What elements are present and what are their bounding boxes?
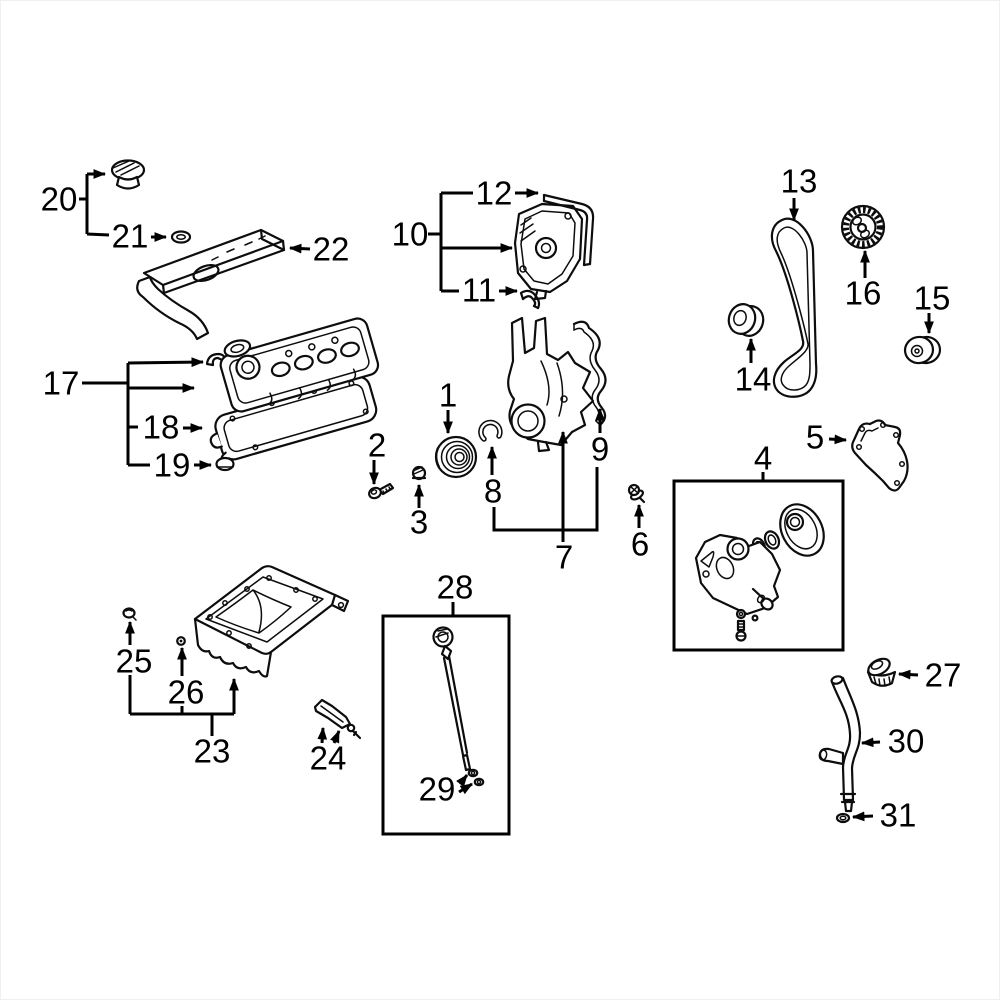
- callout-4: 4: [754, 440, 772, 477]
- splash-shield-24-drawing: [313, 698, 362, 740]
- callout-21: 21: [112, 218, 149, 255]
- tensioner-pulley-drawing: [727, 303, 765, 337]
- tube-seal-drawing: [215, 456, 235, 472]
- bolt-6-drawing: [627, 483, 646, 504]
- leader-line-30: [860, 737, 881, 748]
- leader-line-7: [492, 467, 599, 532]
- group-box-28: [381, 614, 511, 836]
- callout-23: 23: [194, 733, 231, 770]
- callout-7: 7: [555, 539, 573, 576]
- leader-line-17: [127, 357, 205, 368]
- group-boxes: [381, 479, 845, 836]
- callout-14: 14: [735, 361, 772, 398]
- callout-18: 18: [143, 409, 180, 446]
- tube-oring-31-drawing: [835, 812, 851, 824]
- oil-pump-assembly-drawing: [694, 503, 825, 642]
- plug-26-drawing: [176, 636, 186, 646]
- lower-timing-cover-drawing: [507, 316, 595, 453]
- timing-belt-drawing: [770, 217, 818, 398]
- cap-oring-drawing: [170, 230, 192, 244]
- callout-9: 9: [591, 431, 609, 468]
- cam-sprocket-drawing: [840, 204, 886, 250]
- leader-line-29: [458, 782, 473, 795]
- callout-27: 27: [925, 657, 962, 694]
- callout-30: 30: [888, 723, 925, 760]
- callout-17: 17: [43, 365, 80, 402]
- callout-3: 3: [410, 504, 428, 541]
- case-gasket-5-drawing: [851, 419, 909, 492]
- callout-22: 22: [313, 231, 350, 268]
- callout-10: 10: [392, 216, 429, 253]
- leader-line-29: [456, 774, 469, 788]
- callout-1: 1: [439, 377, 457, 414]
- callout-31: 31: [880, 797, 917, 834]
- callout-8: 8: [484, 473, 502, 510]
- leader-line-31: [851, 811, 874, 822]
- oil-filler-cap-drawing: [110, 159, 146, 190]
- center-trim-cover-drawing: [136, 228, 286, 341]
- callout-26: 26: [168, 674, 205, 711]
- callout-5: 5: [806, 419, 824, 456]
- bolt-2-drawing: [368, 482, 395, 500]
- valve-cover-drawing: [219, 317, 380, 413]
- callout-25: 25: [116, 643, 153, 680]
- callout-28: 28: [437, 569, 474, 606]
- callout-6: 6: [631, 526, 649, 563]
- drain-plug-gasket-25-drawing: [122, 607, 137, 621]
- callout-12: 12: [476, 175, 513, 212]
- callout-19: 19: [154, 447, 191, 484]
- seal-11-drawing: [519, 289, 541, 310]
- dipstick-drawing: [432, 626, 485, 787]
- group-box-4: [672, 479, 845, 652]
- callout-11: 11: [462, 272, 496, 309]
- callout-29: 29: [419, 771, 456, 808]
- callout-24: 24: [310, 740, 347, 777]
- oil-pan-drawing: [193, 565, 350, 678]
- leader-line-20: [86, 232, 110, 237]
- upper-timing-cover-drawing: [513, 202, 584, 301]
- leader-line-27: [897, 669, 919, 680]
- callout-16: 16: [845, 275, 882, 312]
- crank-pulley-drawing: [434, 435, 478, 479]
- callout-13: 13: [781, 163, 818, 200]
- leader-line-22: [288, 243, 311, 254]
- callout-20: 20: [41, 181, 78, 218]
- leader-line-24: [330, 729, 341, 744]
- cover-seal-12-drawing: [542, 193, 595, 267]
- callout-2: 2: [368, 427, 386, 464]
- idler-pulley-drawing: [903, 335, 942, 365]
- clip-8-drawing: [478, 419, 503, 442]
- grommet-3-drawing: [411, 465, 427, 481]
- callout-15: 15: [914, 280, 951, 317]
- cap-27-drawing: [866, 657, 897, 687]
- leader-line-5: [828, 434, 848, 445]
- oil-level-tube-drawing: [818, 675, 862, 813]
- leader-line-24: [317, 726, 328, 744]
